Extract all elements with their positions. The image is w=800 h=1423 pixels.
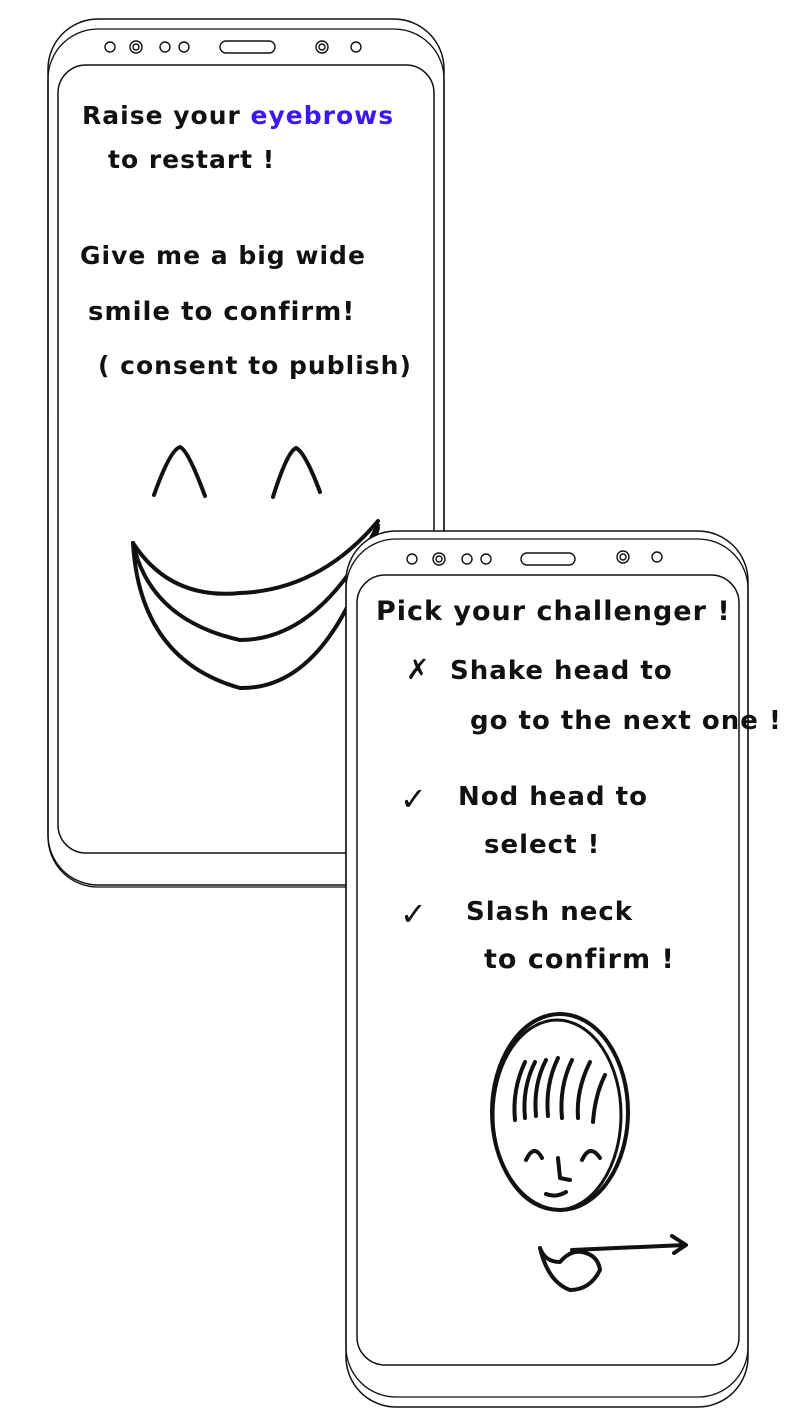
highlight-eyebrows: eyebrows [250, 101, 395, 130]
front-sensors [406, 550, 663, 566]
challenge-title: Pick your challenger ! [376, 596, 731, 627]
instruction-line-1: Raise your eyebrows [82, 101, 394, 130]
check-icon: ✓ [400, 780, 428, 818]
option-shake-line-2: go to the next one ! [470, 706, 782, 736]
option-slash-line-1: Slash neck [466, 897, 634, 927]
front-sensors [104, 40, 362, 54]
phone-frame-right [345, 530, 749, 1408]
option-nod-line-2: select ! [484, 830, 601, 860]
instruction-line-5: ( consent to publish) [98, 351, 412, 380]
option-slash-line-2: to confirm ! [484, 944, 675, 975]
phone-left: Raise your eyebrows to restart ! Give me… [40, 15, 450, 895]
cross-icon: ✗ [406, 653, 431, 686]
instruction-text: Raise your [82, 101, 251, 130]
option-shake-line-1: Shake head to [450, 656, 673, 686]
instruction-line-2: to restart ! [108, 145, 276, 174]
phone-right [340, 525, 760, 1415]
option-nod-line-1: Nod head to [458, 782, 648, 812]
instruction-line-4: smile to confirm! [88, 297, 356, 327]
check-icon: ✓ [400, 895, 428, 933]
instruction-line-3: Give me a big wide [80, 241, 366, 270]
phone-frame-left [47, 18, 445, 888]
